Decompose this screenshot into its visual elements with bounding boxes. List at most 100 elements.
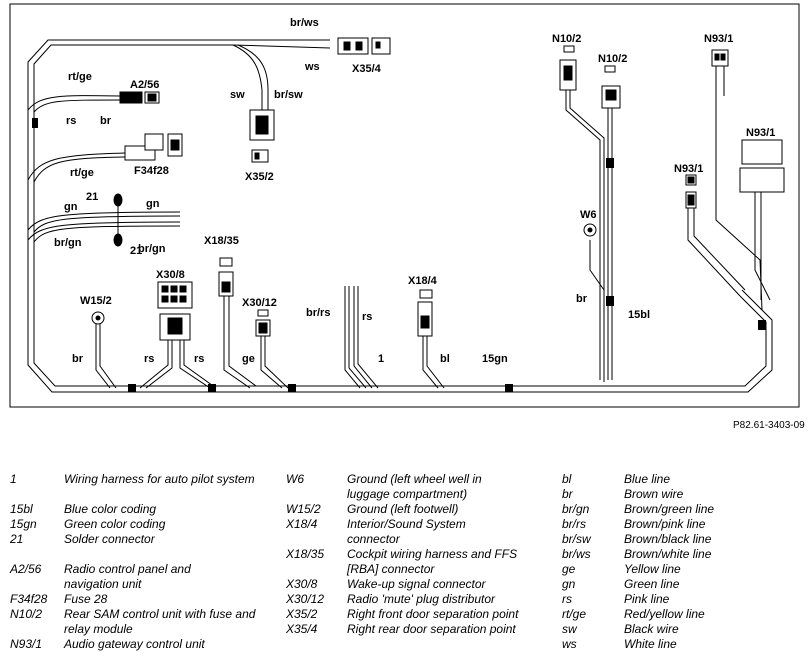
legend-code: A2/56	[10, 562, 42, 576]
legend-desc: Wake-up signal connector	[347, 577, 486, 591]
legend-code: X35/4	[286, 622, 318, 636]
n10-2-wires	[565, 90, 613, 382]
legend-code: gn	[562, 577, 576, 591]
label-rs-1: rs	[66, 115, 76, 127]
legend-desc: Brown/pink line	[624, 517, 706, 531]
legend-code: X30/12	[286, 592, 325, 606]
legend-desc: Wiring harness for auto pilot system	[64, 472, 255, 486]
label-br-w6: br	[576, 293, 588, 305]
n93-1-connectors	[685, 49, 785, 209]
solder-connector-21	[113, 193, 123, 247]
label-rt-ge-1: rt/ge	[68, 71, 92, 83]
label-15bl: 15bl	[628, 309, 650, 321]
legend-code: X35/2	[286, 607, 318, 621]
label-rt-ge-2: rt/ge	[70, 167, 94, 179]
w6-ground	[583, 223, 597, 237]
x35-2-connector	[249, 109, 275, 163]
label-n93-1-c: N93/1	[674, 163, 703, 175]
legend-code: rt/ge	[562, 607, 587, 621]
label-n10-2-b: N10/2	[598, 53, 627, 65]
br-rs-wires	[344, 286, 379, 389]
label-ge: ge	[242, 353, 255, 365]
legend-code: X30/8	[286, 577, 318, 591]
legend-code: X18/4	[286, 517, 318, 531]
reference-code: P82.61-3403-09	[733, 420, 805, 431]
label-21-a: 21	[86, 191, 98, 203]
label-br-rs: br/rs	[306, 307, 330, 319]
f34f28-fuse	[124, 133, 183, 161]
n93-1-wires	[687, 66, 771, 311]
legend-desc: Brown/green line	[624, 502, 715, 516]
legend-code: br	[562, 487, 573, 501]
label-br-1: br	[100, 115, 112, 127]
w15-2-ground	[91, 311, 105, 325]
x30-12-wire	[260, 336, 289, 389]
legend-desc: Radio control panel and navigation unit	[64, 562, 191, 591]
legend-desc: Brown wire	[624, 487, 684, 501]
legend-desc: White line	[624, 637, 677, 651]
legend-code: F34f28	[10, 592, 48, 606]
diagram-frame	[9, 3, 800, 408]
top-branch	[232, 39, 331, 110]
legend-code: br/ws	[562, 547, 591, 561]
legend-code: br/gn	[562, 502, 590, 516]
legend-desc: Interior/Sound System connector	[347, 517, 466, 546]
label-gn-1: gn	[64, 201, 78, 213]
legend-code: br/sw	[562, 532, 591, 546]
legend-code: rs	[562, 592, 572, 606]
legend-desc: Audio gateway control unit	[64, 637, 205, 651]
label-ws: ws	[304, 61, 320, 73]
legend-code: 15gn	[10, 517, 37, 531]
label-br-gn-1: br/gn	[54, 237, 82, 249]
legend-desc: Blue line	[624, 472, 671, 486]
label-br-ws: br/ws	[290, 17, 319, 29]
legend-code: W6	[286, 472, 304, 486]
legend-desc: Pink line	[624, 592, 670, 606]
legend-desc: Cockpit wiring harness and FFS [RBA] con…	[347, 547, 518, 576]
x18-35-wire	[223, 296, 257, 389]
legend-desc: Red/yellow line	[624, 607, 705, 621]
legend-code: 21	[10, 532, 24, 546]
label-rs-3: rs	[144, 353, 154, 365]
label-sw: sw	[230, 89, 245, 101]
label-x18-35: X18/35	[204, 235, 239, 247]
legend-desc: Black wire	[624, 622, 679, 636]
label-x30-8: X30/8	[156, 269, 185, 281]
legend-desc: Brown/white line	[624, 547, 712, 561]
legend-code: br/rs	[562, 517, 586, 531]
legend-desc: Brown/black line	[624, 532, 712, 546]
label-gn-2: gn	[146, 198, 160, 210]
legend-desc: Fuse 28	[64, 592, 108, 606]
label-w15-2: W15/2	[80, 295, 112, 307]
label-x35-2: X35/2	[245, 171, 274, 183]
w15-2-wire	[95, 324, 117, 389]
legend-desc: Blue color coding	[64, 502, 157, 516]
label-br-gn-2: br/gn	[138, 243, 166, 255]
x35-4-connector	[337, 37, 391, 55]
x18-4-connector	[417, 289, 433, 337]
x18-35-connector	[218, 257, 234, 297]
coding-marks	[32, 118, 766, 392]
legend-code: bl	[562, 472, 572, 486]
label-n10-2-a: N10/2	[552, 33, 581, 45]
legend-desc: Green line	[624, 577, 680, 591]
legend-code: X18/35	[286, 547, 325, 561]
label-harness-1: 1	[378, 353, 384, 365]
legend-desc: Right front door separation point	[347, 607, 519, 621]
main-harness	[27, 39, 773, 393]
legend-desc: Rear SAM control unit with fuse and rela…	[64, 607, 256, 636]
x18-4-wire	[422, 336, 445, 389]
label-br-sw: br/sw	[274, 89, 303, 101]
legend-desc: Ground (left footwell)	[347, 502, 459, 516]
legend-desc: Yellow line	[624, 562, 681, 576]
legend-code: N10/2	[10, 607, 43, 621]
legend-code: ws	[562, 637, 577, 651]
label-x18-4: X18/4	[408, 275, 438, 287]
a2-56-connector	[119, 91, 160, 104]
legend-code: W15/2	[286, 502, 321, 516]
label-bl: bl	[440, 353, 450, 365]
label-rs-4: rs	[194, 353, 204, 365]
label-f34f28: F34f28	[134, 165, 169, 177]
legend-desc: Solder connector	[64, 532, 155, 546]
